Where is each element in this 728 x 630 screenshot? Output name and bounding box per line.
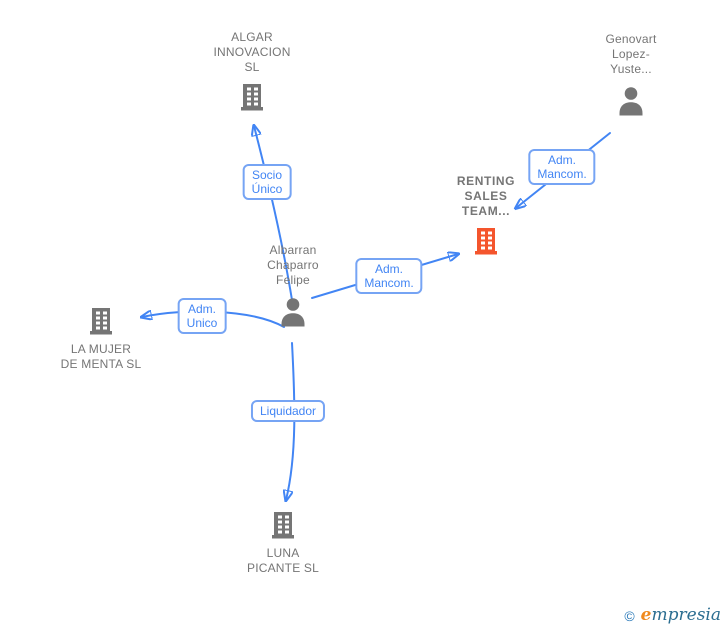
node-luna-picante-sl[interactable]: LUNA PICANTE SL	[218, 509, 348, 576]
node-label-line: INNOVACION	[213, 45, 291, 59]
node-label: Genovart Lopez- Yuste...	[566, 32, 696, 77]
node-label: RENTING SALES TEAM...	[421, 174, 551, 219]
logo-text: mpresia	[651, 605, 722, 625]
node-label-line: SL	[244, 60, 260, 74]
edge-label-line: Unico	[186, 316, 218, 330]
edge-label-line: Liquidador	[259, 404, 317, 418]
node-label-line: Albarran	[269, 243, 317, 257]
edge-label-line: Adm.	[547, 153, 577, 167]
node-label: LUNA PICANTE SL	[218, 546, 348, 576]
edge-liquidador-line	[286, 342, 296, 500]
node-label-line: ALGAR	[231, 30, 273, 44]
building-icon	[241, 84, 263, 111]
edge-label-adm-mancom-center[interactable]: Adm. Mancom.	[355, 258, 423, 294]
node-label: ALGAR INNOVACION SL	[187, 30, 317, 75]
node-label-line: LA MUJER	[70, 342, 132, 356]
edge-label-liquidador[interactable]: Liquidador	[250, 400, 326, 422]
node-label-line: DE MENTA SL	[60, 357, 142, 371]
node-genovart-lopez-yuste[interactable]: Genovart Lopez- Yuste...	[566, 32, 696, 119]
node-label: Albarran Chaparro Felipe	[228, 243, 358, 288]
edge-label-socio-unico[interactable]: Socio Único	[242, 164, 292, 200]
empresia-watermark[interactable]: © empresia	[624, 607, 721, 624]
node-label-line: Genovart	[605, 32, 657, 46]
building-icon	[90, 308, 112, 335]
edge-label-line: Mancom.	[364, 276, 414, 290]
edge-label-line: Adm.	[374, 262, 404, 276]
node-label-line: TEAM...	[461, 204, 511, 218]
edge-label-line: Adm.	[187, 302, 216, 316]
edge-label-adm-mancom-top[interactable]: Adm. Mancom.	[528, 149, 596, 185]
node-label-line: Felipe	[276, 273, 310, 287]
node-label-line: Yuste...	[610, 62, 652, 76]
node-label-line: LUNA	[266, 546, 300, 560]
building-icon	[272, 512, 294, 539]
person-icon	[281, 298, 305, 327]
node-label-line: Chaparro	[267, 258, 319, 272]
edge-socio-unico-line	[254, 126, 293, 301]
node-label-line: RENTING	[456, 174, 516, 188]
empresia-logo: empresia	[641, 607, 721, 624]
edge-label-adm-unico[interactable]: Adm. Unico	[177, 298, 227, 334]
building-icon	[475, 228, 497, 255]
person-icon	[619, 87, 643, 116]
node-label-line: Lopez-	[612, 47, 650, 61]
edge-label-line: Único	[251, 182, 283, 196]
node-algar-innovacion-sl[interactable]: ALGAR INNOVACION SL	[187, 30, 317, 113]
copyright-icon: ©	[624, 607, 635, 624]
node-la-mujer-de-menta-sl[interactable]: LA MUJER DE MENTA SL	[36, 305, 166, 372]
node-label-line: SALES	[464, 189, 508, 203]
edge-label-line: Socio	[251, 168, 283, 182]
node-label: LA MUJER DE MENTA SL	[36, 342, 166, 372]
logo-letter-e: e	[640, 605, 652, 625]
node-label-line: PICANTE SL	[246, 561, 320, 575]
edge-label-line: Mancom.	[537, 167, 587, 181]
node-albarran-chaparro-felipe[interactable]: Albarran Chaparro Felipe	[228, 243, 358, 330]
node-renting-sales-team[interactable]: RENTING SALES TEAM...	[421, 174, 551, 257]
